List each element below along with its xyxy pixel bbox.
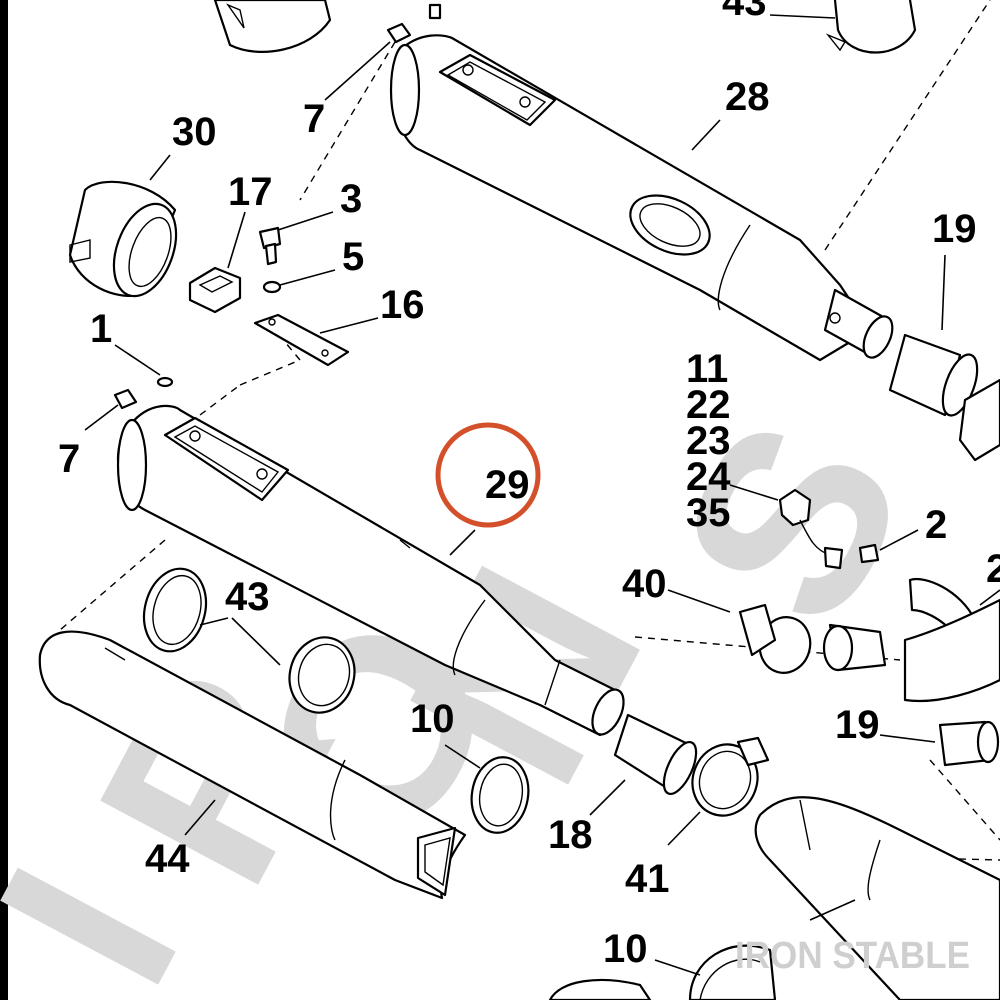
clamp-40 (738, 603, 812, 674)
callout-29: 29 (485, 463, 530, 507)
screw-1 (156, 376, 174, 388)
callout-3: 3 (340, 177, 362, 221)
callout-labels: 43 28 7 30 17 3 5 16 19 1 7 29 11 22 23 … (58, 0, 1000, 971)
highlight-circle-29 (435, 422, 541, 528)
callout-2: 2 (925, 503, 947, 547)
callout-22: 22 (686, 383, 731, 427)
coupler-18 (613, 713, 698, 795)
callout-10-mid: 10 (410, 697, 455, 741)
band-clamp-10-bottom (688, 944, 777, 1000)
bracket-17 (188, 266, 242, 314)
callout-35: 35 (686, 491, 731, 535)
end-cap-30 (68, 180, 178, 298)
heat-shield-44 (38, 630, 467, 900)
callout-19-top: 19 (932, 207, 977, 251)
header-pipe-right (903, 598, 1000, 702)
callout-40: 40 (622, 562, 667, 606)
left-border-bar (0, 0, 8, 1000)
clamp-43-upper (142, 567, 208, 653)
leader-lines (84, 14, 1000, 976)
washer-5 (262, 280, 282, 294)
muffler-28 (389, 34, 894, 362)
callout-17: 17 (228, 170, 273, 214)
bolt-top-partial (428, 3, 442, 20)
end-cap-top-partial (213, 0, 332, 53)
callout-18: 18 (548, 813, 593, 857)
clamp-43-lower (288, 636, 356, 714)
coupler-19-top (888, 333, 1000, 462)
callout-11: 11 (686, 347, 728, 391)
nut-7-mid (113, 388, 138, 410)
callout-10-bottom: 10 (603, 927, 648, 971)
callout-28: 28 (725, 75, 770, 119)
callout-1: 1 (90, 307, 112, 351)
callout-7-mid: 7 (58, 437, 80, 481)
callout-2-edge: 2 (986, 547, 1000, 591)
callout-23: 23 (686, 419, 731, 463)
callout-24: 24 (686, 455, 731, 499)
bolt-3 (258, 226, 282, 266)
clamp-41 (691, 736, 770, 817)
callout-16: 16 (380, 283, 425, 327)
band-clamp-10-mid (470, 756, 530, 834)
lower-pipe (754, 796, 1000, 1000)
callout-19-mid: 19 (835, 703, 880, 747)
callout-43-mid: 43 (225, 575, 270, 619)
muffler-29 (116, 404, 625, 737)
brand-logo-text: IRON STABLE (735, 935, 970, 977)
nut-7-top (386, 22, 412, 44)
callout-44: 44 (145, 837, 190, 881)
callout-41: 41 (625, 857, 670, 901)
callout-43-top: 43 (722, 0, 767, 24)
pipe-bottom-partial (548, 978, 652, 1000)
callout-7-top: 7 (303, 97, 325, 141)
plate-16 (253, 313, 350, 367)
oxygen-sensor (778, 488, 844, 570)
callout-5: 5 (342, 235, 364, 279)
clamp-43-top (825, 0, 917, 54)
pipe-segment (822, 623, 887, 672)
plug-2 (858, 543, 880, 564)
coupler-19-mid (938, 720, 1000, 767)
callout-30: 30 (172, 110, 217, 154)
